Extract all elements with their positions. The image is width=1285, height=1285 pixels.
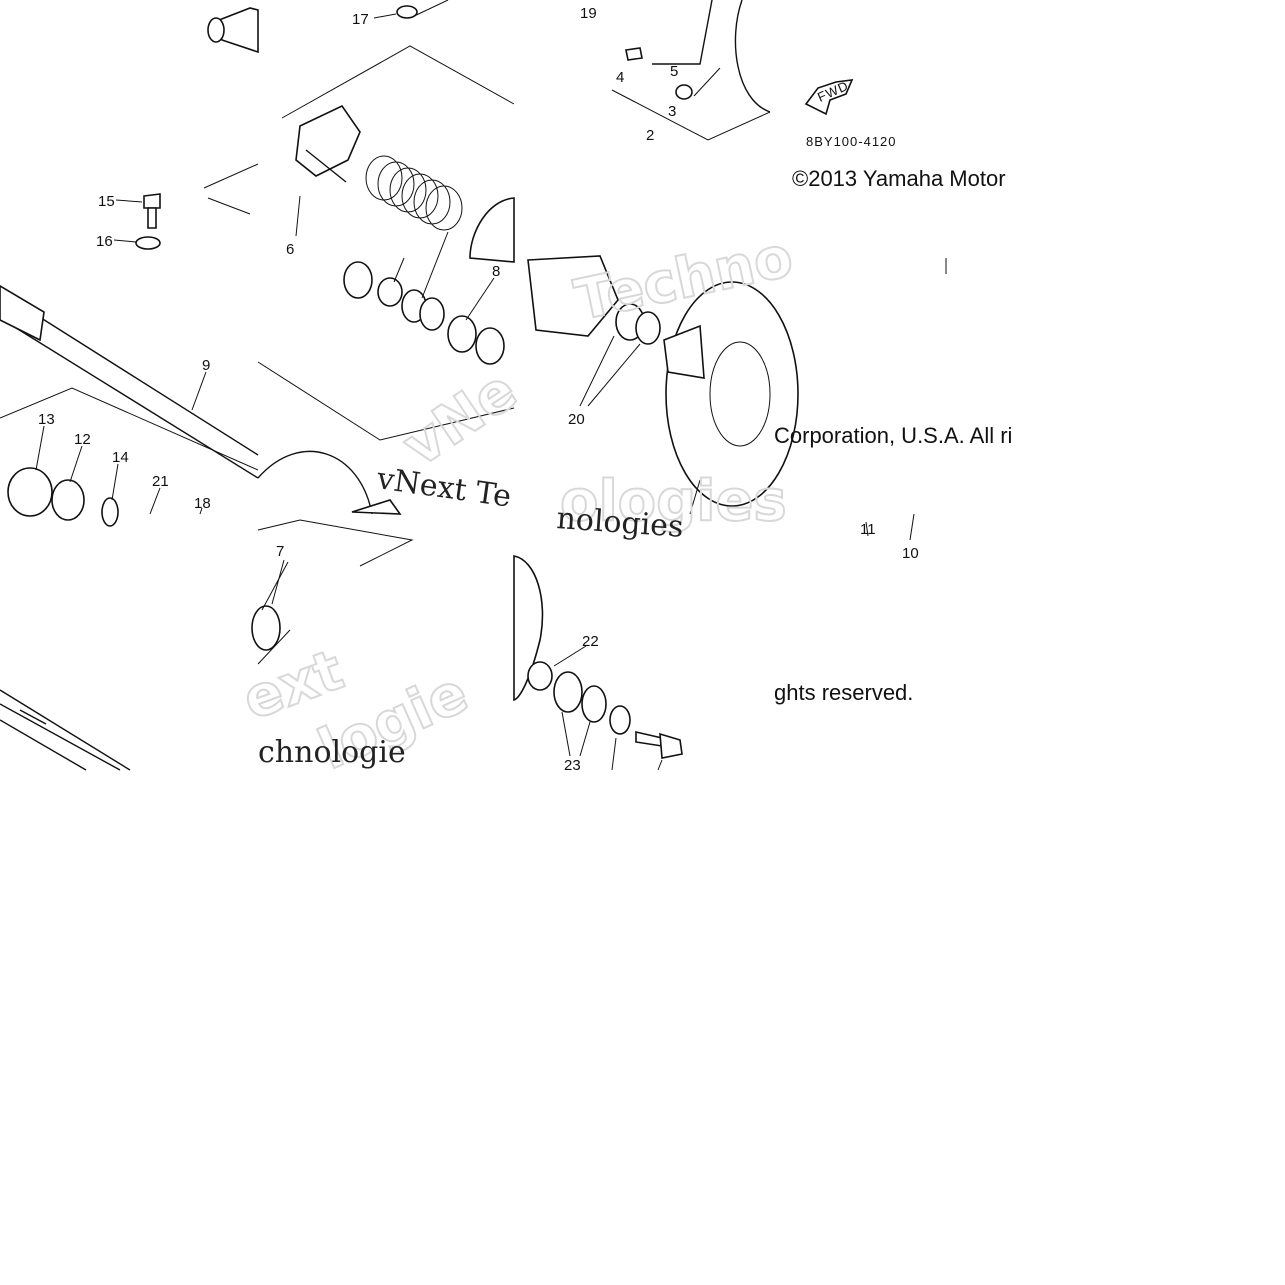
- ring-e: [447, 315, 477, 353]
- callout-11: 11: [860, 521, 876, 538]
- sheave-partial: [513, 555, 544, 702]
- tile-hub: 19 4 5 3 2 20 Techno ologies nologies: [527, 0, 799, 545]
- callout-23: 23: [564, 757, 581, 774]
- sheave-edge: [469, 197, 515, 263]
- tile-spring: 17 6 8 vNe vNext Te: [257, 0, 529, 515]
- callout-6: 6: [286, 241, 294, 258]
- callout-12: 12: [74, 431, 91, 448]
- callout-18: 18: [194, 495, 211, 512]
- tile-shaft: 15 16 9 13 12 14 21 18: [0, 7, 259, 527]
- svg-text:FWD: FWD: [815, 78, 851, 105]
- washer-16: [135, 236, 161, 250]
- hub-housing: [527, 255, 619, 337]
- tile-shaft-end: [0, 689, 131, 771]
- copyright-line-3: ghts reserved.: [774, 680, 913, 705]
- callout-4: 4: [616, 69, 624, 86]
- washer-small: [609, 705, 631, 735]
- ring-20b: [635, 311, 661, 345]
- callout-9: 9: [202, 357, 210, 374]
- bearing-12: [51, 479, 85, 521]
- bolt-shank: [147, 207, 157, 229]
- callout-5: 5: [670, 63, 678, 80]
- callout-8: 8: [492, 263, 500, 280]
- callout-19: 19: [580, 5, 597, 22]
- ring-a: [343, 261, 373, 299]
- nut-3: [675, 84, 693, 100]
- tile-washers: 22 23: [513, 555, 683, 774]
- fwd-arrow-icon: FWD: [804, 78, 854, 116]
- watermark-ghost-1: vNe: [391, 358, 528, 480]
- collar-22: [527, 661, 553, 691]
- callout-10: 10: [902, 545, 919, 562]
- callout-17: 17: [352, 11, 369, 28]
- cover-arc: [734, 0, 771, 113]
- bolt-icon: [635, 730, 683, 759]
- copyright-line-1: ©2013 Yamaha Motor: [792, 166, 1006, 191]
- callout-21: 21: [152, 473, 169, 490]
- callout-2: 2: [646, 127, 654, 144]
- tile-seal: 7 ext logie chnologie: [234, 519, 478, 784]
- ring-f: [475, 327, 505, 365]
- ring-b: [377, 277, 403, 307]
- spring: [365, 155, 463, 231]
- washer-23a: [553, 671, 583, 713]
- callout-7: 7: [276, 543, 284, 560]
- bearing-13: [7, 467, 53, 517]
- nut-17: [396, 5, 418, 19]
- shaft-collar: [0, 285, 45, 342]
- watermark-text-2: chnologie: [258, 735, 406, 770]
- pulley-arc: [257, 450, 373, 515]
- seal-14: [101, 497, 119, 527]
- bolt-4: [625, 47, 643, 61]
- tube-end: [207, 17, 225, 43]
- callout-22: 22: [582, 633, 599, 650]
- watermark-ghost-3: ologies: [560, 469, 787, 534]
- spline-shaft: [351, 499, 402, 515]
- copyright-line-2: Corporation, U.S.A. All ri: [774, 423, 1012, 448]
- part-code: 8BY100-4120: [806, 134, 897, 149]
- ring-d: [419, 297, 445, 331]
- tile-label: FWD 8BY100-4120 ©2013 Yamaha Motor Corpo…: [774, 78, 1012, 705]
- cam-weight: [295, 104, 361, 177]
- callout-16: 16: [96, 233, 113, 250]
- spline-hub: [663, 324, 705, 379]
- washer-23b: [581, 685, 607, 723]
- callout-3: 3: [668, 103, 676, 120]
- watermark-text-3: nologies: [555, 501, 684, 545]
- callout-14: 14: [112, 449, 129, 466]
- callout-20: 20: [568, 411, 585, 428]
- callout-13: 13: [38, 411, 55, 428]
- seal-7: [251, 605, 281, 651]
- callout-15: 15: [98, 193, 115, 210]
- bolt-head: [143, 193, 161, 209]
